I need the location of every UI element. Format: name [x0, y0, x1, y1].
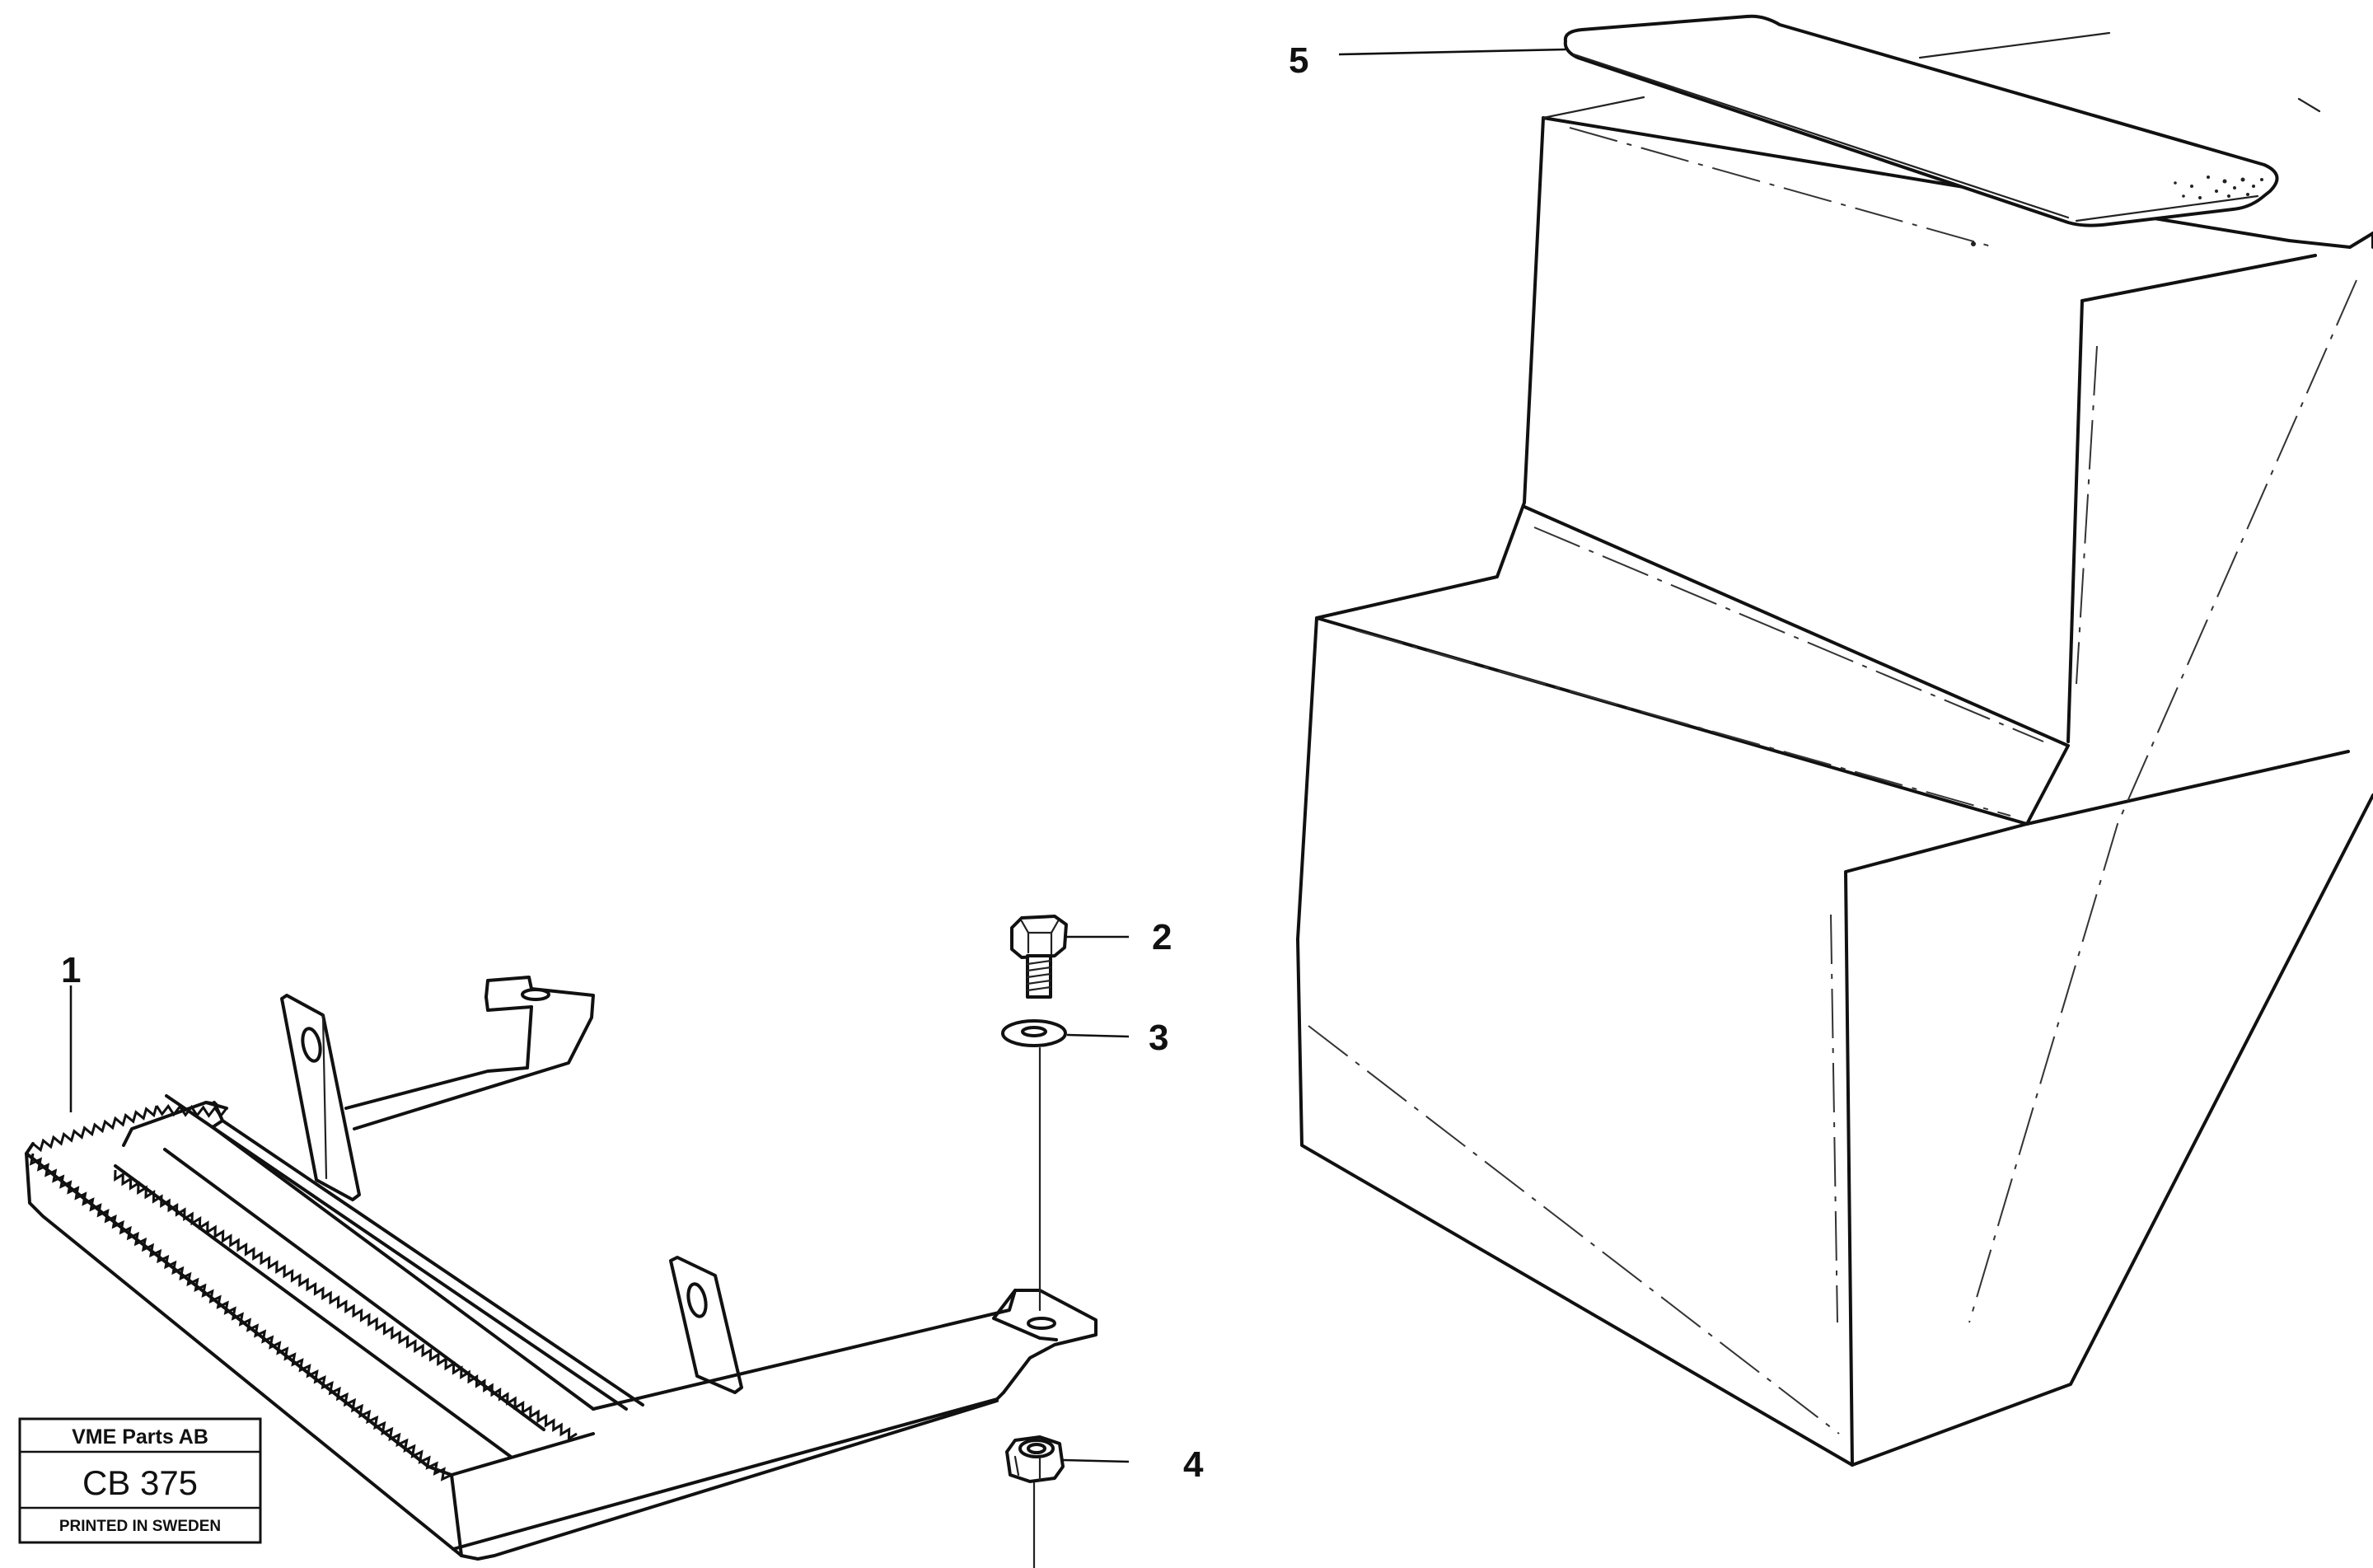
- leader-lines: [69, 48, 1566, 1463]
- serration-back-cap: [155, 1103, 228, 1119]
- serration-back-top: [32, 1105, 158, 1153]
- callout-3: 3: [1149, 1018, 1168, 1058]
- step-frame: [25, 976, 1098, 1561]
- grip-texture: [1971, 176, 2263, 246]
- serration-front-inner: [114, 1169, 578, 1441]
- serration-front-upper: [29, 1153, 452, 1481]
- stamp-printed: PRINTED IN SWEDEN: [59, 1518, 221, 1535]
- stamp-company: VME Parts AB: [72, 1425, 208, 1449]
- parts-stamp: VME Parts AB CB 375 PRINTED IN SWEDEN: [18, 1417, 262, 1544]
- serrated-edges: [29, 1103, 578, 1481]
- nut: [1005, 1435, 1065, 1483]
- callout-5: 5: [1289, 40, 1308, 81]
- tank-box: [1296, 31, 2373, 1467]
- stamp-code: CB 375: [82, 1463, 198, 1502]
- callout-4: 4: [1183, 1444, 1204, 1485]
- callout-2: 2: [1152, 917, 1172, 957]
- tread-plate: [1563, 14, 2279, 246]
- washer: [1001, 1019, 1067, 1047]
- callout-1: 1: [61, 950, 81, 990]
- bolt: [1010, 915, 1068, 999]
